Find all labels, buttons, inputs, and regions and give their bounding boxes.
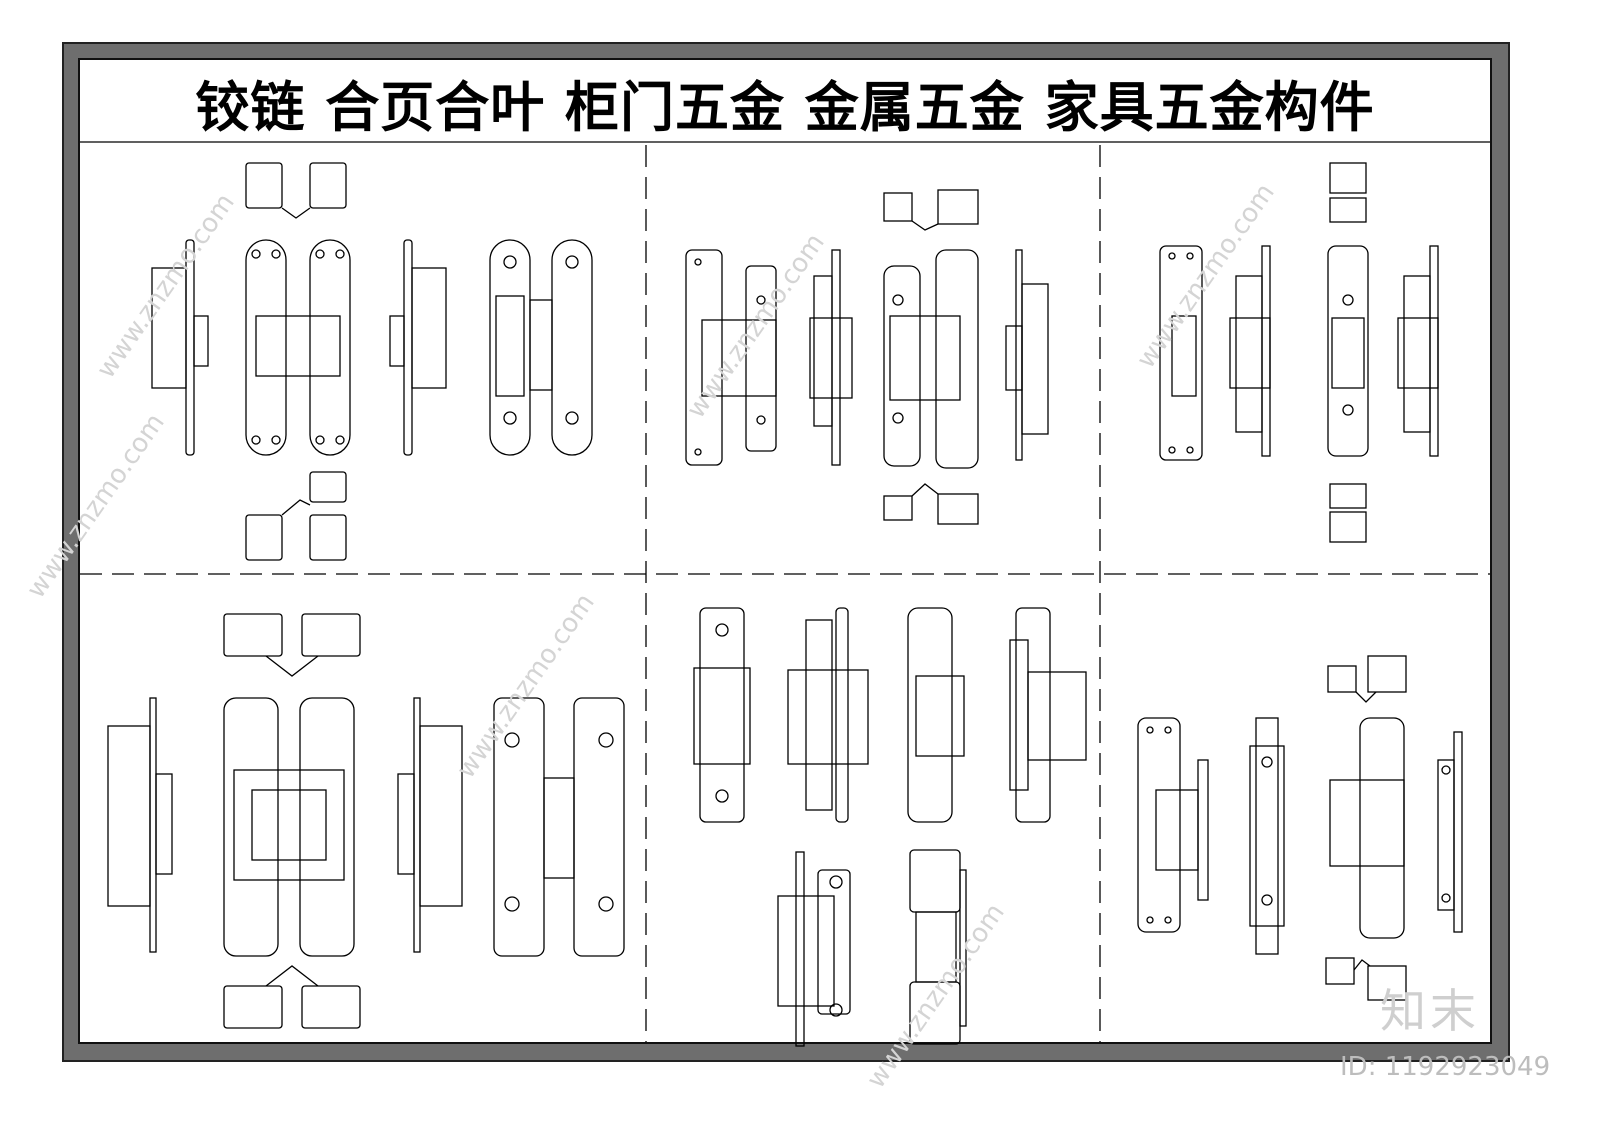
watermark-2: www.znzmo.com (681, 228, 831, 424)
sheet-title: 铰链 合页合叶 柜门五金 金属五金 家具五金构件 (195, 75, 1375, 139)
hinge-panel-5 (693, 607, 1087, 1047)
brand-logo-text: 知末 (1380, 984, 1480, 1038)
watermark-6: www.znzmo.com (861, 898, 1011, 1094)
hinge-panel-4 (107, 613, 625, 1029)
hinge-panel-1 (151, 162, 593, 561)
hinge-panel-3 (1159, 162, 1439, 543)
image-id-label: ID: 1192923049 (1340, 1052, 1551, 1082)
hinge-panel-2 (685, 189, 1049, 525)
watermark-5: www.znzmo.com (451, 588, 601, 784)
watermark-1: www.znzmo.com (91, 188, 241, 384)
hinge-panel-6 (1137, 655, 1463, 1001)
